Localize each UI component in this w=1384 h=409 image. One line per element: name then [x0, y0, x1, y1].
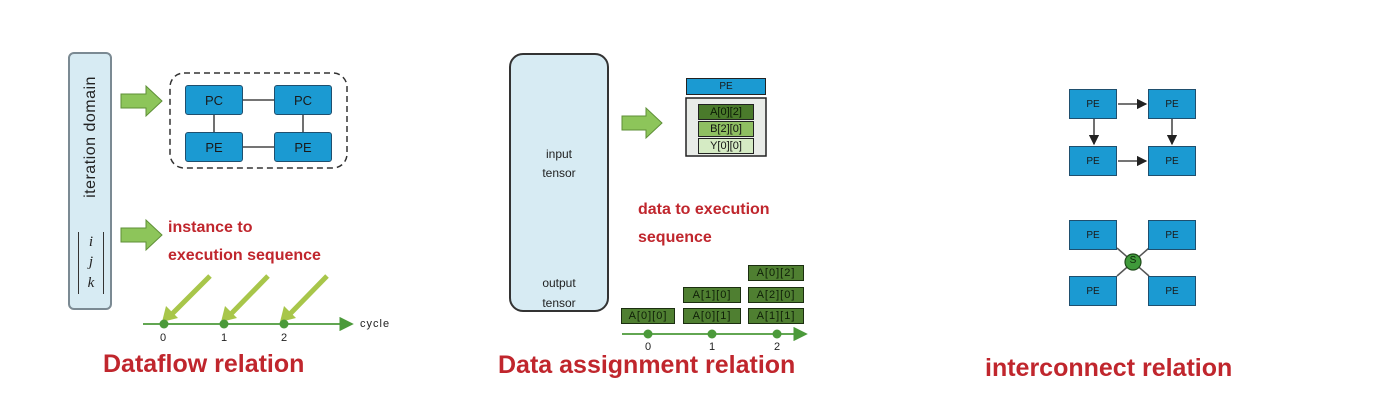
assign-tick-2: 2 [774, 341, 781, 353]
tick-1: 1 [221, 332, 228, 344]
index-vector: i j k [78, 232, 104, 294]
switch-pe-top-left: PE [1069, 220, 1117, 250]
pe-cell-row-y: Y[0][0] [698, 138, 754, 154]
output-tensor-label-1: output [542, 276, 576, 290]
switch-pe-top-right: PE [1148, 220, 1196, 250]
dataflow-title: Dataflow relation [103, 350, 305, 378]
switch-pe-bottom-left: PE [1069, 276, 1117, 306]
mesh-pe-bottom-left: PE [1069, 146, 1117, 176]
assign-tick-1: 1 [709, 341, 716, 353]
pe-header: PE [686, 78, 766, 95]
pe-group-dashed [169, 72, 348, 169]
seq-text-line2: sequence [638, 229, 712, 246]
output-tensor-label-2: tensor [542, 296, 576, 310]
block-arrow-1 [120, 84, 163, 118]
pe-block-top-right: PC [274, 85, 332, 115]
mesh-pe-top-right: PE [1148, 89, 1196, 119]
stack-2-cell-0: A[0][2] [748, 265, 804, 281]
iteration-domain-panel [68, 52, 112, 310]
mapping-arrow-1 [168, 274, 212, 318]
stack-1-cell-1: A[0][1] [683, 308, 741, 324]
pe-cell-a: A[0][2] [698, 104, 754, 120]
block-arrow-2 [120, 218, 163, 252]
timeline-cycle-label: cycle [360, 318, 391, 330]
tensor-panel [509, 53, 609, 312]
stack-2-cell-1: A[2][0] [748, 287, 804, 303]
mapping-arrow-3 [286, 274, 329, 318]
mesh-pe-top-left: PE [1069, 89, 1117, 119]
switch-pe-bottom-right: PE [1148, 276, 1196, 306]
stack-0-cell-0: A[0][0] [621, 308, 675, 324]
instance-text-line1: instance to [168, 219, 253, 236]
seq-text-line1: data to execution [638, 201, 770, 218]
pe-block-bottom-left: PE [185, 132, 243, 162]
tick-0: 0 [160, 332, 167, 344]
mesh-pe-bottom-right: PE [1148, 146, 1196, 176]
assign-tick-0: 0 [645, 341, 652, 353]
block-arrow-3 [621, 106, 663, 140]
stack-1-cell-0: A[1][0] [683, 287, 741, 303]
input-tensor-label-2: tensor [542, 166, 576, 180]
pe-cell-b: B[2][0] [698, 121, 754, 137]
input-tensor-label-1: input [545, 147, 573, 161]
instance-text-line2: execution sequence [168, 247, 321, 264]
interconnect-title: interconnect relation [985, 354, 1233, 382]
switch-node [1124, 253, 1142, 271]
pe-block-top-left: PC [185, 85, 243, 115]
mapping-arrow-2 [227, 274, 270, 318]
iteration-domain-label: iteration domain [82, 76, 99, 198]
tick-2: 2 [281, 332, 288, 344]
pe-cell-y: Y[0][0] [698, 138, 754, 154]
pe-cell-row-a: A[0][2] [698, 104, 754, 120]
stack-2-cell-2: A[1][1] [748, 308, 804, 324]
data-assignment-title: Data assignment relation [498, 351, 796, 379]
switch-label: S [1129, 255, 1137, 266]
pe-cell-row-b: B[2][0] [698, 121, 754, 137]
pe-block-bottom-right: PE [274, 132, 332, 162]
